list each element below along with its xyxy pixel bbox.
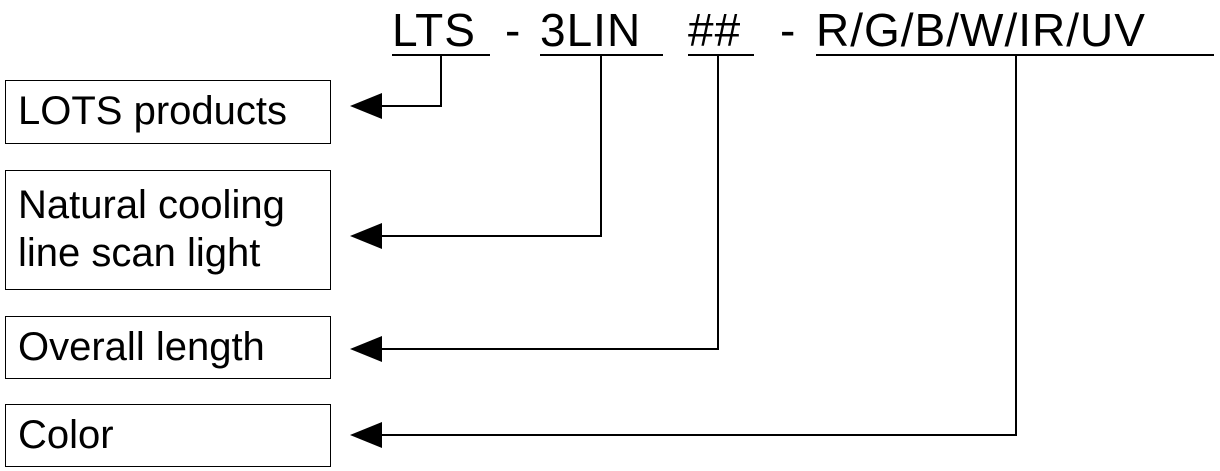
label-color: Color [5, 404, 331, 467]
label-color-text: Color [18, 413, 114, 457]
label-cooling: Natural cooling line scan light [5, 170, 331, 290]
code-separator-2: - [780, 4, 797, 56]
connector-series [380, 55, 602, 237]
connector-prefix [380, 55, 442, 107]
label-overall-length-text: Overall length [18, 325, 265, 369]
code-colors: R/G/B/W/IR/UV [816, 4, 1146, 56]
label-lots-products: LOTS products [5, 80, 331, 144]
connector-length [380, 55, 719, 350]
label-lots-products-text: LOTS products [18, 89, 288, 133]
arrow-overall-length [350, 336, 382, 362]
connector-colors [380, 55, 1017, 436]
code-prefix: LTS [392, 4, 476, 56]
label-overall-length: Overall length [5, 316, 331, 379]
length-underline [688, 54, 754, 56]
arrow-cooling [350, 223, 382, 249]
label-cooling-line2: line scan light [18, 231, 261, 275]
label-cooling-line1: Natural cooling [18, 183, 285, 227]
arrow-lots-products [350, 93, 382, 119]
code-length: ## [688, 4, 742, 56]
code-separator-1: - [505, 4, 522, 56]
arrow-color [350, 422, 382, 448]
code-series: 3LIN [540, 4, 642, 56]
